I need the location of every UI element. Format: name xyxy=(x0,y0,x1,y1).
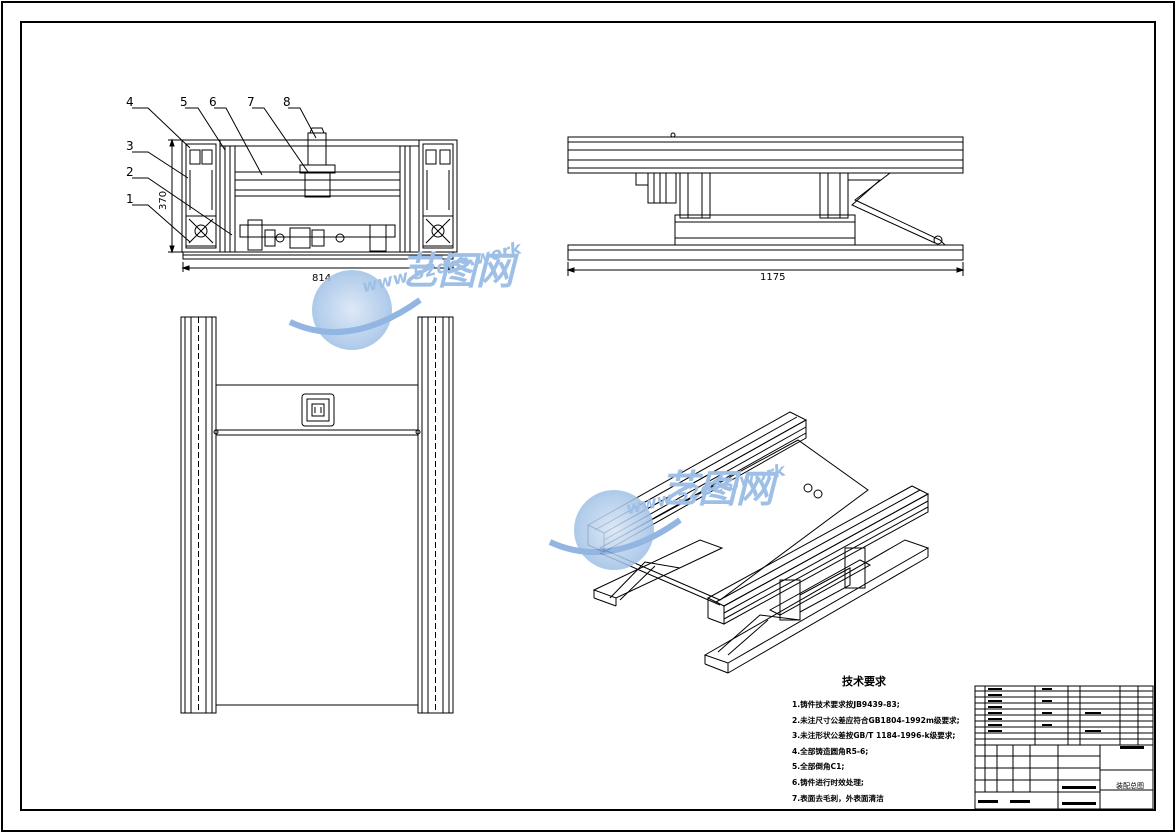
part-label-group: 4 5 6 7 8 3 2 1 xyxy=(126,95,291,206)
technical-requirements: 技术要求 1.铸件技术要求按JB9439-83; 2.未注尺寸公差应符合GB18… xyxy=(792,673,972,806)
watermark-top xyxy=(288,270,422,350)
inner-frame xyxy=(20,21,1156,811)
part-label: 3 xyxy=(126,139,134,153)
tech-requirement-item: 4.全部铸造圆角R5-6; xyxy=(792,746,869,756)
watermark-bottom xyxy=(548,490,682,570)
tech-requirements-title: 技术要求 xyxy=(842,675,886,688)
tech-requirement-item: 7.表面去毛刺，外表面清洁 xyxy=(792,793,884,803)
part-label: 4 xyxy=(126,95,134,109)
part-label: 7 xyxy=(247,95,255,109)
tech-requirement-item: 5.全部倒角C1; xyxy=(792,762,845,772)
tech-requirement-item: 6.铸件进行时效处理; xyxy=(792,777,864,787)
part-label: 6 xyxy=(209,95,217,109)
globe-logo-icon xyxy=(574,490,654,570)
tech-requirement-item: 3.未注形状公差按GB/T 1184-1996-k级要求; xyxy=(792,731,956,741)
part-label: 1 xyxy=(126,192,134,206)
part-label: 2 xyxy=(126,165,134,179)
side-view xyxy=(566,132,965,276)
tech-requirement-item: 2.未注尺寸公差应符合GB1804-1992m级要求; xyxy=(792,715,960,725)
dimension-width-front: 814 xyxy=(312,273,331,284)
top-view xyxy=(180,316,454,714)
title-block xyxy=(974,685,1154,810)
dimension-width-side: 1175 xyxy=(760,272,785,283)
globe-logo-icon xyxy=(312,270,392,350)
tech-requirement-item: 1.铸件技术要求按JB9439-83; xyxy=(792,700,900,709)
part-label: 8 xyxy=(283,95,291,109)
drawing-name: 装配总图 xyxy=(1116,781,1144,790)
front-view xyxy=(132,107,458,272)
part-label: 5 xyxy=(180,95,188,109)
dimension-height: 370 xyxy=(158,191,169,210)
